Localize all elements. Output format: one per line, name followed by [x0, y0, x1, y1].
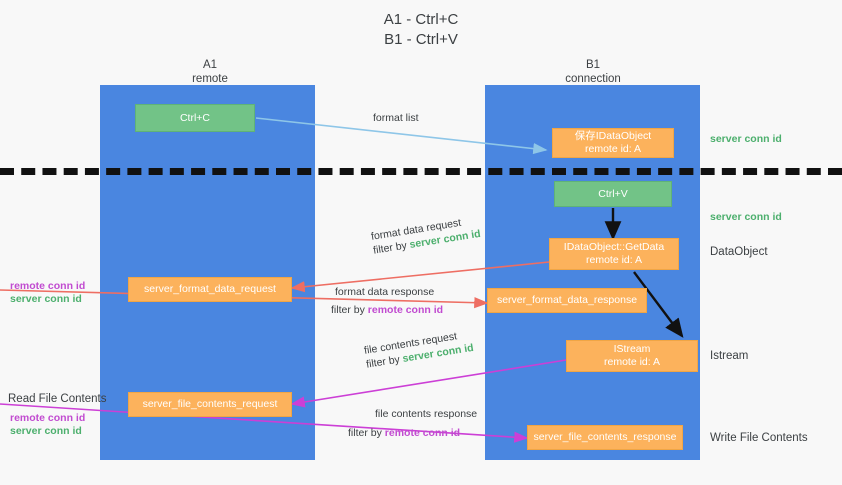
filter-value-remote-conn-id-2: remote conn id: [384, 427, 461, 439]
box-istream-line1: IStream: [613, 343, 651, 355]
label-server-conn-id-top: server conn id: [710, 133, 782, 145]
box-server-format-data-request[interactable]: server_format_data_request: [128, 277, 292, 302]
box-idataobject-line2: remote id: A: [584, 143, 642, 155]
box-server-file-contents-response[interactable]: server_file_contents_response: [527, 425, 683, 450]
filter-by-text-3: filter by: [365, 353, 401, 371]
label-format-list: format list: [373, 112, 419, 124]
column-header-a1: A1 remote: [130, 58, 290, 86]
box-istream-line2: remote id: A: [603, 356, 661, 368]
column-header-b1: B1 connection: [513, 58, 673, 86]
box-server-file-contents-response-label: server_file_contents_response: [533, 431, 677, 443]
legend-server-conn-id-1: server conn id: [10, 293, 82, 305]
label-dataobject: DataObject: [710, 246, 768, 258]
box-server-format-data-response-label: server_format_data_response: [496, 294, 638, 306]
box-ctrl-c-label: Ctrl+C: [179, 111, 211, 124]
annotation-format-data-request: format data request filter by server con…: [370, 213, 482, 258]
box-getdata-line2: remote id: A: [585, 254, 643, 266]
annotation-file-contents-response: file contents response filter by remote …: [348, 407, 478, 440]
column-a1-name: A1: [202, 59, 218, 71]
box-idataobject[interactable]: 保存IDataObject remote id: A: [552, 128, 674, 158]
filter-by-text-2: filter by: [331, 304, 365, 316]
legend-server-conn-id-2: server conn id: [10, 425, 82, 437]
annotation-file-contents-request: file contents request filter by server c…: [363, 327, 475, 372]
label-server-conn-id-second: server conn id: [710, 211, 782, 223]
title-line-2: B1 - Ctrl+V: [384, 31, 458, 48]
box-ctrl-v[interactable]: Ctrl+V: [554, 181, 672, 207]
box-ctrl-c[interactable]: Ctrl+C: [135, 104, 255, 132]
column-b1-sub: connection: [565, 73, 621, 85]
box-idataobject-line1: 保存IDataObject: [574, 130, 652, 142]
annotation-format-data-response: format data response filter by remote co…: [331, 285, 443, 317]
annotation-file-contents-response-text: file contents response: [375, 408, 478, 420]
box-getdata[interactable]: IDataObject::GetData remote id: A: [549, 238, 679, 270]
annotation-format-data-response-text: format data response: [335, 286, 435, 298]
legend-remote-conn-id-2: remote conn id: [10, 412, 86, 424]
box-ctrl-v-label: Ctrl+V: [598, 187, 628, 200]
box-istream[interactable]: IStream remote id: A: [566, 340, 698, 372]
filter-value-remote-conn-id-1: remote conn id: [367, 304, 444, 316]
box-server-format-data-response[interactable]: server_format_data_response: [487, 288, 647, 313]
title-line-1: A1 - Ctrl+C: [383, 11, 459, 28]
filter-by-text-4: filter by: [348, 427, 382, 439]
box-server-file-contents-request[interactable]: server_file_contents_request: [128, 392, 292, 417]
annotation-file-contents-response-filter: filter by remote conn id: [348, 426, 477, 440]
diagram-title: A1 - Ctrl+C B1 - Ctrl+V: [0, 10, 842, 50]
filter-by-text-1: filter by: [372, 239, 408, 257]
legend-remote-conn-id-1: remote conn id: [10, 280, 86, 292]
label-istream: Istream: [710, 350, 749, 362]
box-server-format-data-request-label: server_format_data_request: [144, 283, 276, 295]
annotation-format-data-response-filter: filter by remote conn id: [331, 303, 443, 317]
column-a1-sub: remote: [192, 73, 228, 85]
dashed-divider: [0, 168, 842, 175]
label-read-file-contents: Read File Contents: [8, 393, 107, 405]
label-write-file-contents: Write File Contents: [710, 432, 808, 444]
box-server-file-contents-request-label: server_file_contents_request: [142, 398, 278, 410]
box-getdata-line1: IDataObject::GetData: [563, 241, 665, 253]
column-b1-name: B1: [585, 59, 601, 71]
